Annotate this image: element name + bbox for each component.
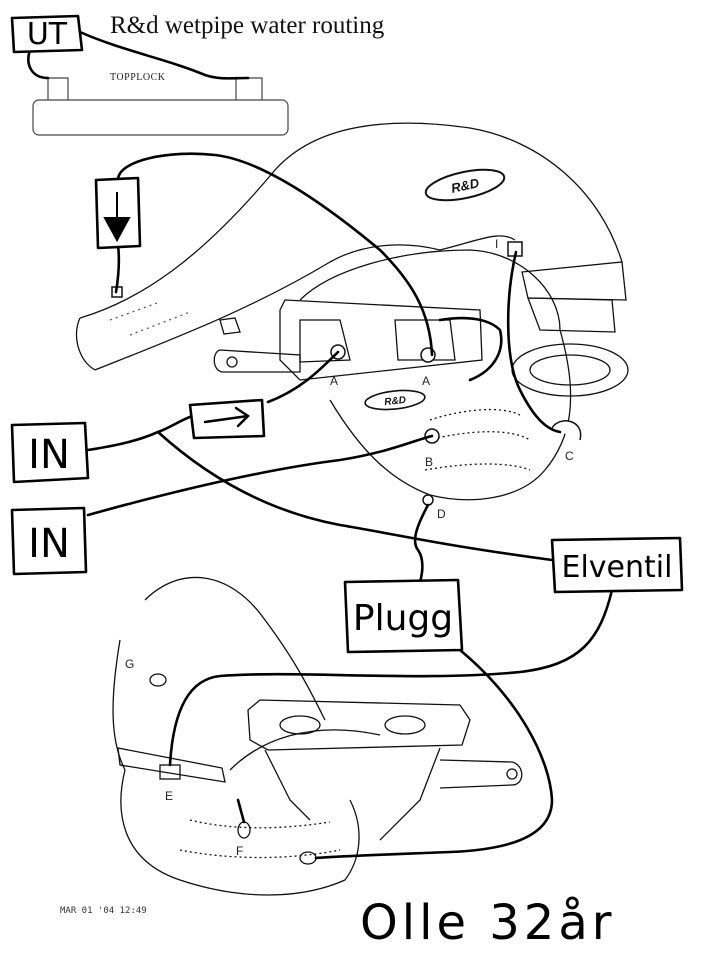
port-b-label: B: [425, 455, 433, 469]
emblem-text-mid: R&D: [384, 395, 407, 408]
lower-manifold-drawing: [112, 576, 523, 896]
hose-ut-left: [27, 48, 50, 80]
hose-i-to-c: [506, 250, 562, 434]
rd-emblem-mid: R&D: [364, 389, 426, 411]
box-texts: UT IN IN Elventil Plugg: [27, 17, 673, 639]
port-e-label: E: [165, 789, 173, 803]
hose-to-elventil: [156, 430, 554, 562]
port-d-label: D: [437, 507, 446, 521]
page-title: R&d wetpipe water routing: [110, 12, 385, 39]
in-upper-label: IN: [28, 432, 70, 478]
in-upper-box: [10, 421, 90, 484]
author-signature: Olle 32år: [360, 895, 616, 951]
plugg-box: [343, 578, 464, 654]
port-a-left-label: A: [330, 374, 338, 388]
hose-in-lower-to-b: [86, 434, 434, 517]
hose-in-upper: [86, 413, 197, 452]
hose-elventil-to-e: [168, 588, 614, 767]
down-arrow-icon: [103, 192, 131, 243]
hose-f-stub: [236, 798, 246, 824]
flow-arrow-icon: [203, 406, 250, 428]
port-a-right-label: A: [422, 374, 430, 388]
hose-ut-right: [78, 30, 250, 80]
water-hoses: [27, 30, 614, 860]
port-f-label: F: [236, 844, 243, 858]
port-i-label: I: [495, 237, 498, 251]
elventil-label: Elventil: [562, 550, 673, 585]
emblem-text-upper: R&D: [450, 175, 481, 196]
port-c-label: C: [565, 449, 574, 463]
hose-drip-down: [114, 243, 121, 294]
ut-box: [10, 14, 84, 54]
in-lower-label: IN: [28, 521, 70, 567]
topplock-label: TOPPLOCK: [110, 72, 166, 83]
port-letters: A A B C D E F G I: [125, 237, 574, 858]
hose-plugg-to-lower: [314, 648, 554, 860]
port-g-label: G: [125, 657, 134, 671]
label-boxes: [10, 14, 684, 654]
ut-label: UT: [27, 17, 68, 52]
topplock-schematic: [32, 77, 289, 136]
hose-d-to-plugg: [413, 503, 430, 584]
fax-timestamp: MAR 01 '04 12:49: [60, 906, 147, 916]
in-lower-box: [10, 506, 88, 576]
elventil-box: [550, 536, 684, 594]
hose-a-left-to-arrow: [266, 350, 340, 404]
port-c-marker: [551, 420, 582, 441]
upper-wetpipe-drawing: [75, 122, 629, 501]
rd-emblem-upper: R&D: [424, 168, 506, 202]
hose-flange-loop: [438, 316, 503, 382]
port-d-marker: [422, 494, 434, 506]
plugg-label: Plugg: [353, 598, 453, 639]
hose-drip-to-a-right: [116, 152, 434, 357]
